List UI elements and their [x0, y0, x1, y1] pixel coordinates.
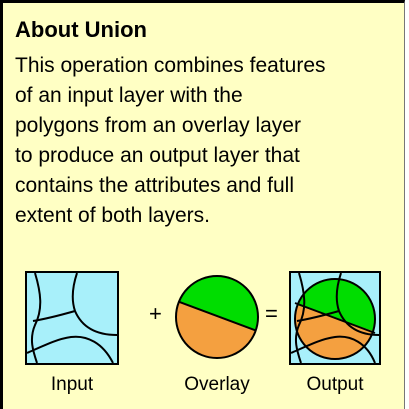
- description-line: of an input layer with the: [15, 84, 243, 107]
- description-line: This operation combines features: [15, 54, 326, 77]
- equals-sign: =: [265, 301, 278, 326]
- input-layer-image: [25, 271, 119, 365]
- output-layer-image: [289, 271, 381, 365]
- description: This operation combines features of an i…: [15, 51, 400, 231]
- description-line: to produce an output layer that: [15, 144, 300, 167]
- description-line: contains the attributes and full: [15, 174, 295, 197]
- overlay-layer-image: [174, 274, 260, 360]
- description-line: polygons from an overlay layer: [15, 114, 301, 137]
- description-line: extent of both layers.: [15, 204, 210, 227]
- output-caption: Output: [306, 374, 364, 395]
- panel-title: About Union: [15, 17, 147, 42]
- input-caption: Input: [50, 374, 94, 395]
- overlay-caption: Overlay: [184, 374, 250, 395]
- plus-sign: +: [149, 301, 162, 326]
